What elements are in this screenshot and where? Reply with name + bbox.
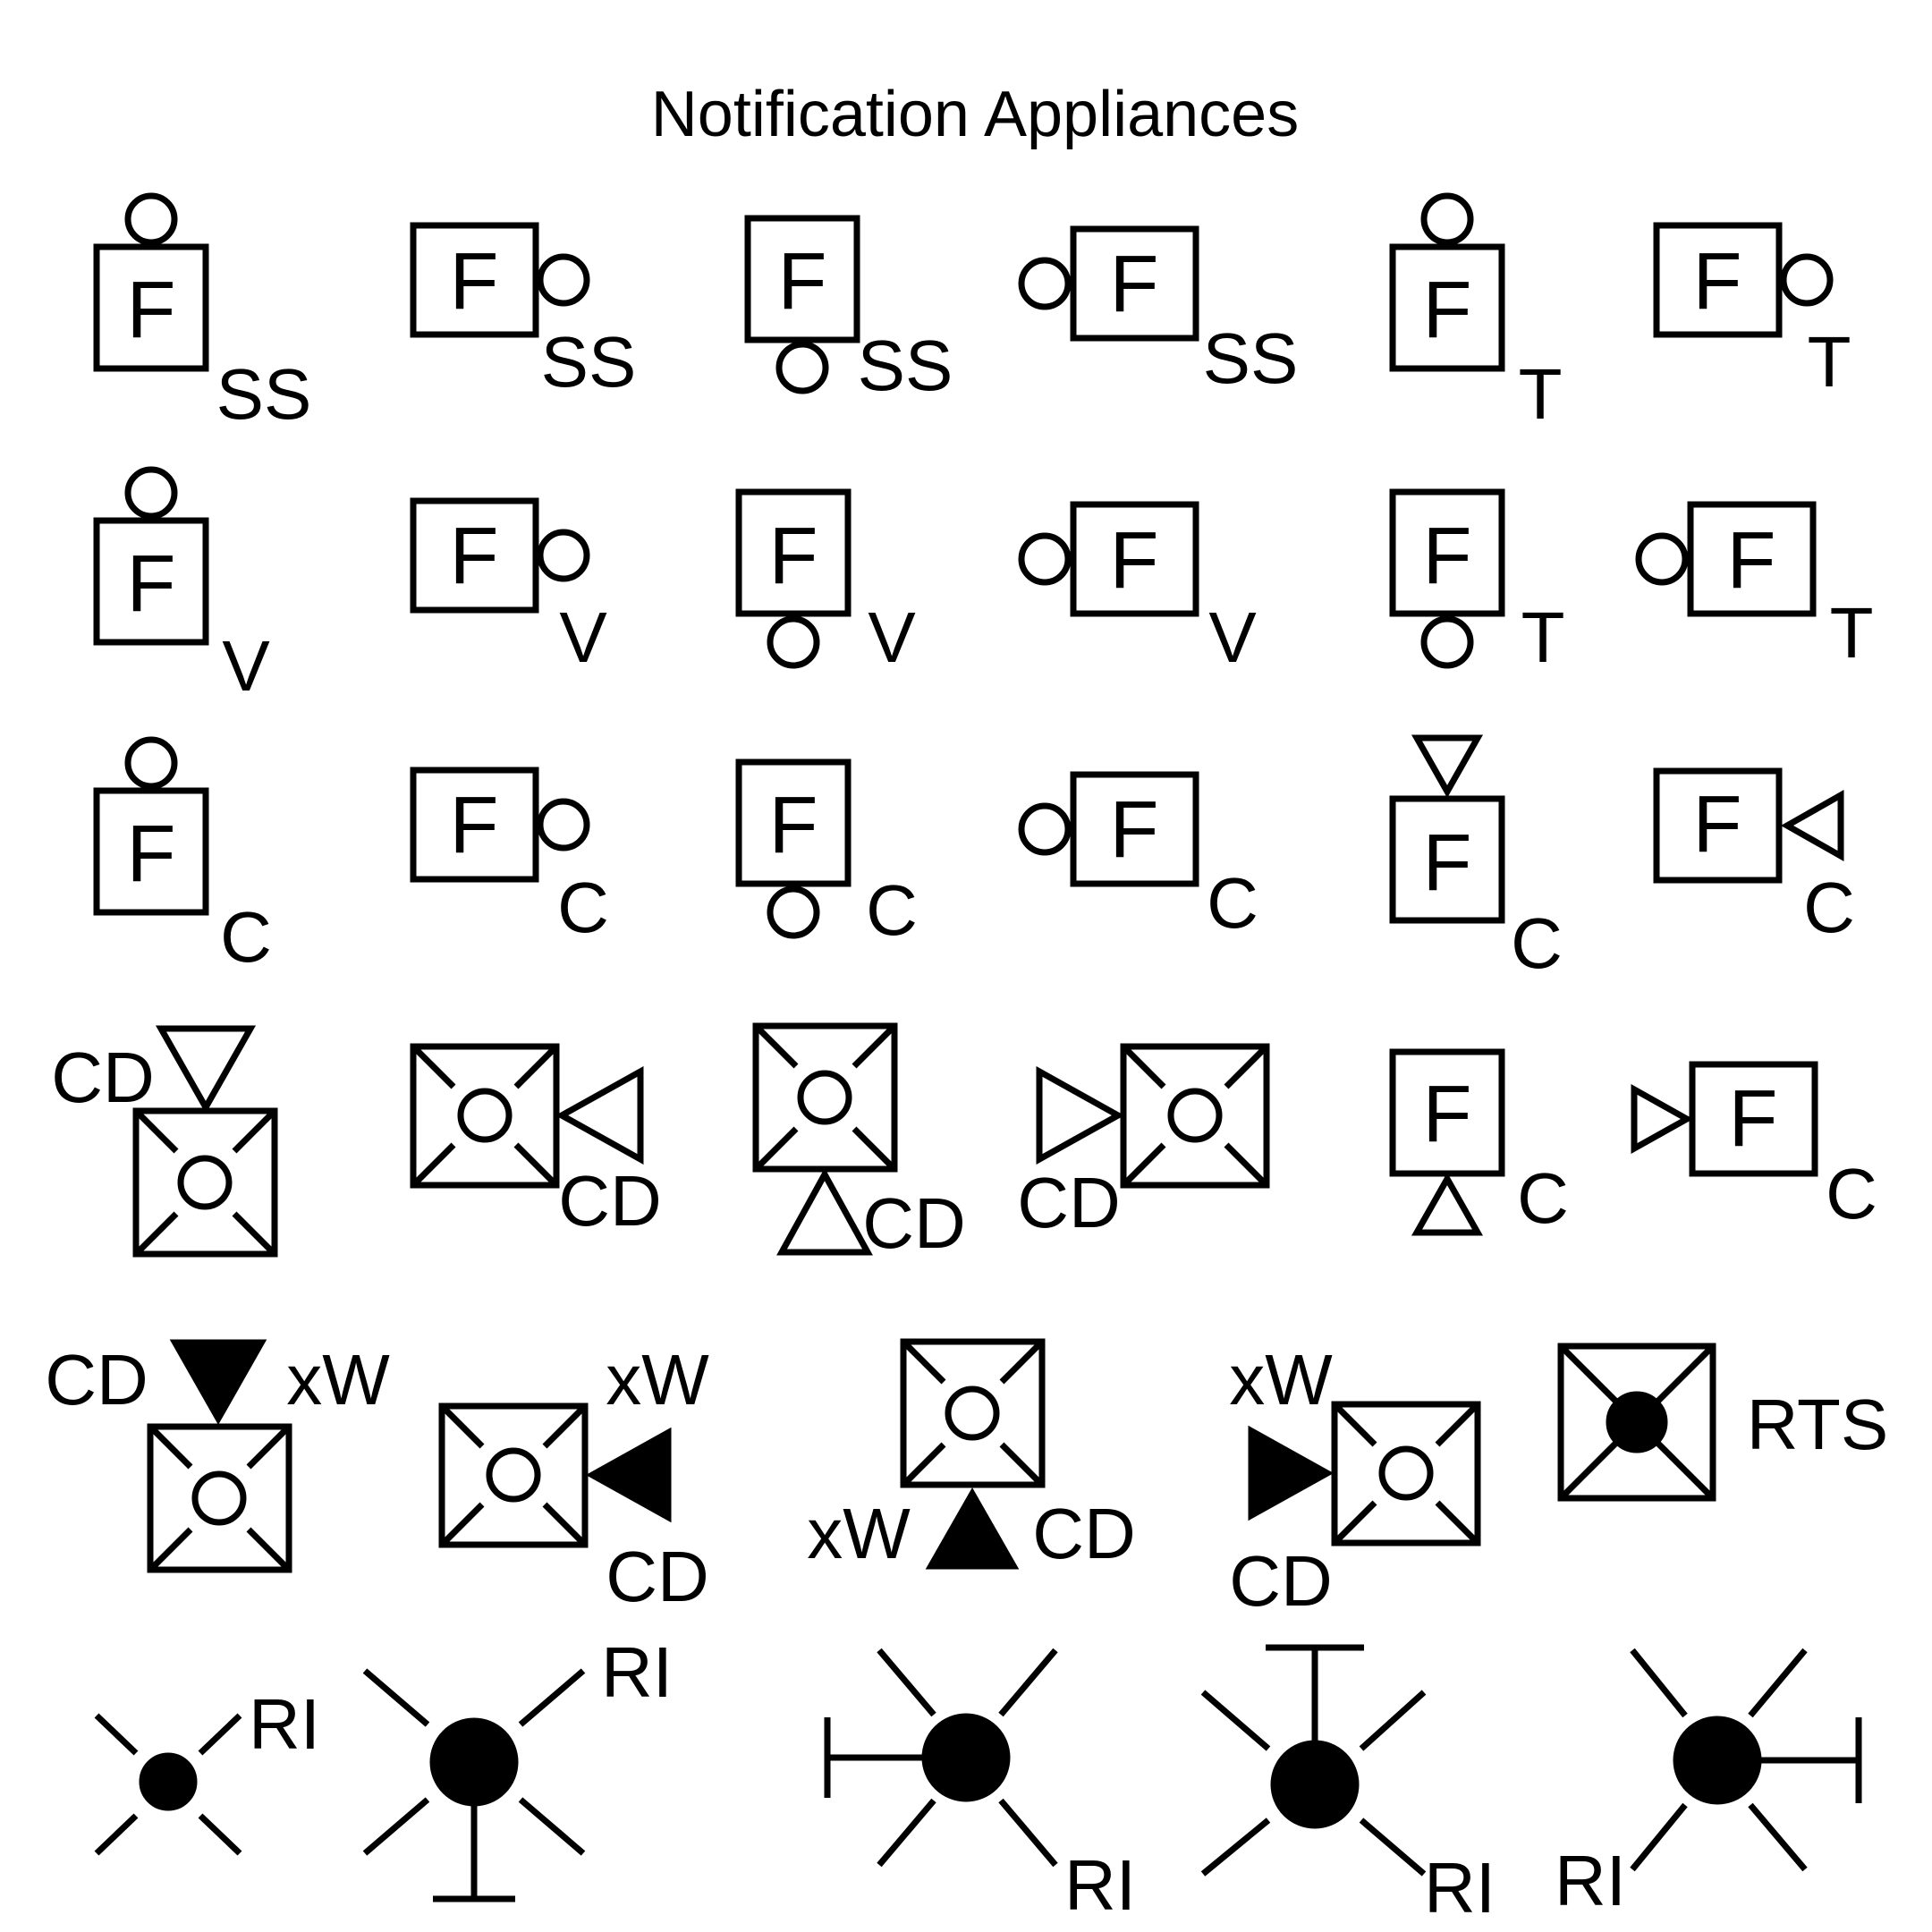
symbol-ri-stem-bottom: RI [362,1632,673,1902]
symbol-letter: F [127,266,176,355]
symbol-strobe-t-bottom: F T [1389,488,1565,677]
symbol-letter: F [778,237,827,326]
symbol-strobe-t-right: F T [1653,222,1852,402]
symbol-label: C [1207,863,1258,943]
symbol-strobe-ss-left: F SS [1018,225,1299,398]
symbol-label: RTS [1747,1385,1889,1464]
symbol-strobe-v-right: F V [410,497,607,677]
symbol-strobe-c-triangle-left: F C [1631,1061,1877,1233]
symbol-letter: F [1693,780,1742,869]
symbol-letter: F [769,781,818,870]
symbol-strobe-v-left: F V [1018,501,1257,677]
symbol-label: C [1826,1154,1877,1233]
symbol-speaker-cd-right: CD [410,1043,662,1241]
symbol-strobe-t-left: F T [1635,501,1874,673]
symbol-label: RI [1424,1848,1496,1928]
symbol-label: CD [1017,1163,1121,1242]
symbol-speaker-xw-bottom: xW CD [807,1338,1136,1573]
symbol-label: V [868,597,916,677]
symbol-ri-stem-right: RI [1555,1648,1862,1920]
symbol-letter: F [450,781,499,870]
symbol-strobe-c-triangle-right: F C [1653,767,1855,947]
symbol-strobe-c-right: F C [410,767,609,947]
symbol-label: C [1803,868,1855,947]
symbol-label: RI [1555,1841,1626,1920]
symbol-letter: F [1693,237,1742,326]
symbol-strobe-v-top: F V [93,466,270,706]
symbol-label: C [1517,1158,1569,1238]
symbol-label: RI [1064,1845,1136,1925]
symbol-strobe-c-triangle-top: F C [1389,734,1563,983]
symbol-letter: F [1729,1074,1778,1164]
symbol-label: xW [606,1340,709,1419]
symbol-strobe-c-triangle-bottom: F C [1389,1048,1569,1238]
symbol-speaker-xw-top: CD xW [45,1339,390,1573]
symbol-letter: F [769,512,818,601]
symbol-strobe-ss-top: F SS [93,192,312,434]
symbol-letter: F [1727,516,1776,606]
symbol-label: SS [858,326,953,405]
symbol-speaker-xw-left: xW CD [1229,1340,1481,1621]
symbol-label: CD [45,1340,148,1419]
symbol-speaker-cd-bottom: CD [752,1022,966,1263]
symbol-label: SS [216,354,312,434]
symbol-ri-stem-left: RI [824,1648,1136,1925]
symbol-strobe-c-left: F C [1018,771,1258,943]
symbol-label: SS [541,322,637,402]
symbol-strobe-c-bottom: F C [735,758,918,950]
symbol-label: T [1521,597,1565,677]
diagram-title: Notification Appliances [651,79,1299,150]
symbol-letter: F [1423,818,1472,908]
symbol-letter: F [450,512,499,601]
symbol-rts: RTS [1557,1343,1889,1502]
symbol-label: C [866,870,918,950]
symbol-letter: F [1110,240,1159,329]
symbol-label: SS [1203,318,1299,398]
symbol-label: CD [558,1161,662,1241]
symbol-label: V [222,626,270,706]
symbol-strobe-v-bottom: F V [735,488,916,677]
symbol-letter: F [127,539,176,629]
symbol-label: CD [51,1038,155,1117]
symbol-speaker-cd-left: CD [1017,1043,1270,1242]
symbol-label: T [1519,354,1563,434]
symbol-letter: F [450,237,499,326]
symbol-label: T [1808,322,1852,402]
symbol-speaker-xw-right: xW CD [438,1340,709,1616]
symbol-label: C [557,868,609,947]
symbol-strobe-t-top: F T [1389,192,1563,434]
symbol-ri-small: RI [94,1684,320,1856]
symbol-label: T [1830,593,1874,673]
symbol-letter: F [1423,1070,1472,1159]
symbol-ri-stem-top: RI [1200,1644,1496,1928]
symbol-label: C [220,897,272,977]
symbol-strobe-c-top: F C [93,736,272,977]
symbol-label: C [1511,903,1563,983]
symbol-label: RI [601,1632,673,1712]
symbol-label: xW [807,1494,911,1573]
symbol-letter: F [1110,785,1159,875]
symbol-label: xW [1229,1340,1333,1419]
symbol-label: xW [286,1340,390,1419]
symbol-strobe-ss-right: F SS [410,222,637,402]
symbol-letter: F [1423,512,1472,601]
symbol-letter: F [1423,266,1472,355]
symbol-label: V [1208,597,1257,677]
symbol-label: RI [249,1684,320,1764]
symbol-label: CD [862,1183,966,1263]
symbol-strobe-ss-bottom: F SS [744,215,953,405]
symbol-label: CD [1032,1494,1136,1573]
symbol-letter: F [127,809,176,899]
symbol-label: CD [606,1537,709,1616]
symbol-label: V [559,597,607,677]
symbol-speaker-cd-top: CD [51,1025,278,1258]
symbol-letter: F [1110,516,1159,606]
symbol-label: CD [1229,1541,1333,1621]
